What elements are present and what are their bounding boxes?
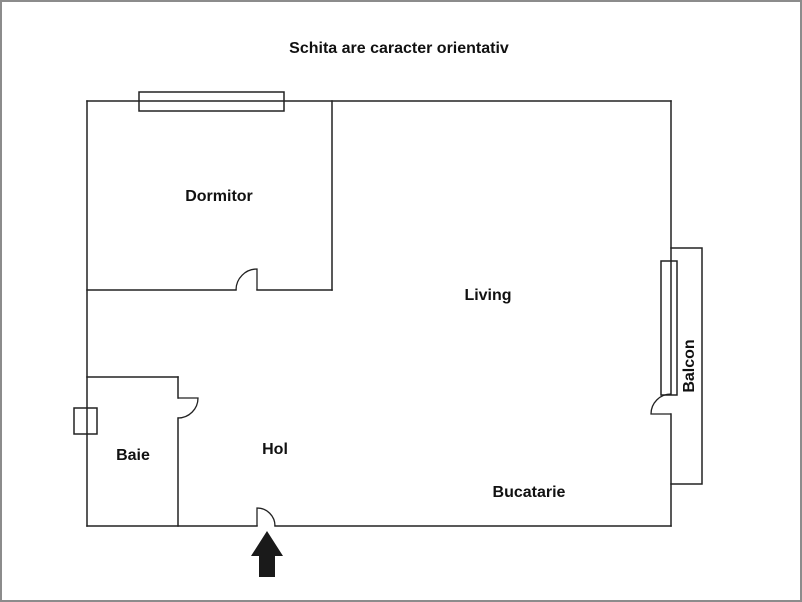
door-baie-icon: [177, 397, 199, 419]
door-entrance-icon: [256, 507, 276, 527]
room-label-living: Living: [464, 287, 511, 304]
window-balcony-icon: [660, 260, 678, 396]
balcony-outline: [670, 247, 703, 485]
room-label-baie: Baie: [116, 447, 150, 464]
room-label-balcon: Balcon: [681, 339, 698, 392]
door-balcony-icon: [650, 393, 672, 415]
walls-group: [86, 100, 703, 527]
room-label-hol: Hol: [262, 441, 288, 458]
windows-group: [73, 91, 678, 435]
window-baie-icon: [73, 407, 98, 435]
room-label-bucatarie: Bucatarie: [493, 484, 566, 501]
labels-group: Schita are caracter orientativ Dormitor …: [116, 40, 698, 501]
door-dormitor-icon: [235, 268, 258, 291]
doors-group: [177, 268, 672, 527]
window-dormitor-icon: [138, 91, 285, 112]
room-label-dormitor: Dormitor: [185, 188, 253, 205]
page-title: Schita are caracter orientativ: [289, 40, 509, 57]
entrance-arrow-icon: [251, 531, 283, 577]
